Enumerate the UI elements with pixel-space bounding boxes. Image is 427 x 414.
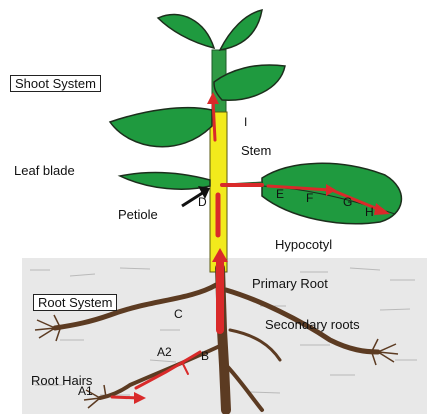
point-A2: A2 xyxy=(157,346,172,358)
primary-root-label: Primary Root xyxy=(252,277,328,290)
point-E: E xyxy=(276,188,284,200)
secondary-roots-label: Secondary roots xyxy=(265,318,360,331)
hypocotyl-label: Hypocotyl xyxy=(275,238,332,251)
leaf-blade-left xyxy=(120,173,210,190)
point-A1: A1 xyxy=(78,385,93,397)
mid-left-leaf xyxy=(110,108,212,147)
leaf-blade-label: Leaf blade xyxy=(14,164,75,177)
stem-label: Stem xyxy=(241,144,271,157)
point-I: I xyxy=(244,116,247,128)
point-D: D xyxy=(198,196,207,208)
shoot-system-label: Shoot System xyxy=(10,75,101,92)
top-leaf-right xyxy=(220,10,262,50)
point-H: H xyxy=(365,206,374,218)
point-G: G xyxy=(343,196,352,208)
point-B: B xyxy=(201,350,209,362)
petiole-label: Petiole xyxy=(118,208,158,221)
point-F: F xyxy=(306,192,313,204)
root-system-label: Root System xyxy=(33,294,117,311)
top-leaf-left xyxy=(158,15,214,48)
point-C: C xyxy=(174,308,183,320)
leaves xyxy=(110,10,401,224)
lower-stem-hypocotyl xyxy=(210,112,227,272)
